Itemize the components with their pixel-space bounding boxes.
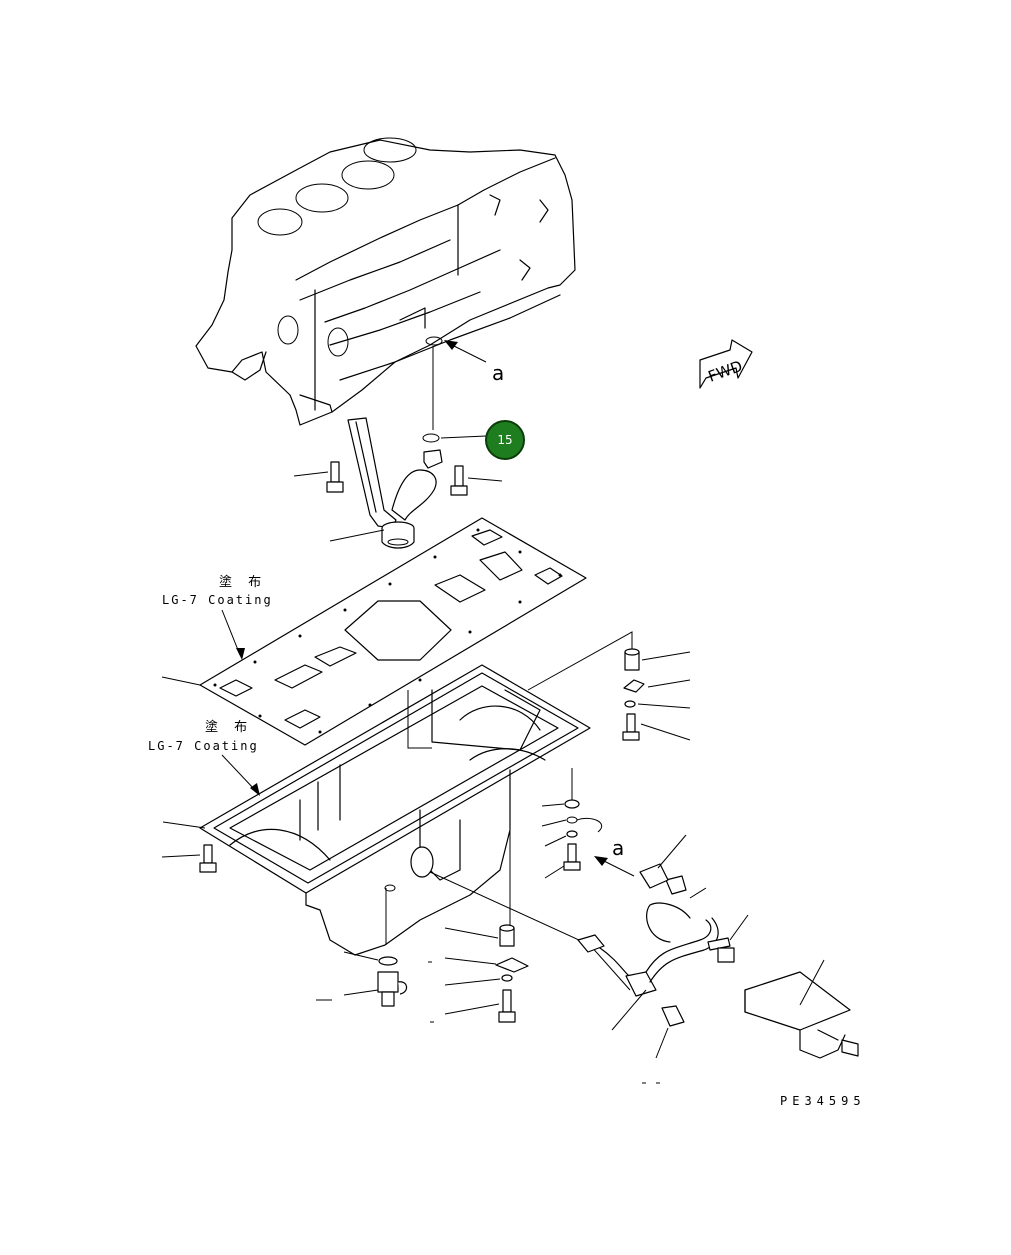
drawing-code: PE34595 — [780, 1094, 866, 1108]
view-a-label-top: a — [492, 361, 504, 385]
clip-mid-right — [541, 816, 603, 833]
engine-block — [195, 137, 576, 426]
o-ring — [422, 433, 440, 443]
coating-arrow-1 — [221, 609, 245, 660]
special-tool-socket — [744, 959, 859, 1059]
callout-bubble-15[interactable]: 15 — [485, 420, 525, 460]
spacer-mid-right — [541, 799, 580, 809]
fwd-direction-sign: FWD — [699, 339, 753, 389]
oil-pan-gasket — [199, 517, 587, 746]
oil-level-sensor-harness — [429, 834, 719, 1031]
coating-label-en-2: LG-7 Coating — [148, 739, 259, 753]
bracket-upper-right — [623, 679, 691, 693]
o-ring-drain — [343, 951, 398, 966]
washer-bottom — [444, 974, 513, 986]
bolt-upper-right — [622, 713, 691, 741]
bolt-mid-right — [544, 843, 581, 879]
coating-label-en-1: LG-7 Coating — [162, 593, 273, 607]
bolt-harness-bottom — [655, 1005, 685, 1059]
coating-arrow-2 — [221, 754, 260, 796]
callout-number: 15 — [497, 433, 512, 447]
oil-pan — [199, 664, 591, 956]
washer-upper-right — [624, 700, 691, 709]
bracket-bottom — [444, 957, 529, 973]
spacer-bottom — [444, 924, 515, 947]
view-a-arrow-bottom — [594, 856, 635, 877]
oil-strainer-pipe — [347, 417, 443, 549]
view-a-label-bottom: a — [612, 836, 624, 860]
bolt-strainer-right — [450, 465, 503, 496]
coating-label-jp-1: 塗 布 — [219, 574, 267, 590]
drain-plug — [343, 971, 408, 1007]
bolt-bottom — [444, 989, 516, 1023]
spacer-upper-right — [624, 648, 691, 671]
washer-mid-right — [544, 830, 578, 847]
coating-label-jp-2: 塗 布 — [205, 719, 253, 735]
bolt-harness-right — [707, 914, 749, 963]
view-a-arrow-top — [444, 340, 487, 363]
bolt-strainer-left — [293, 461, 344, 493]
bolt-pan-left — [161, 844, 217, 873]
